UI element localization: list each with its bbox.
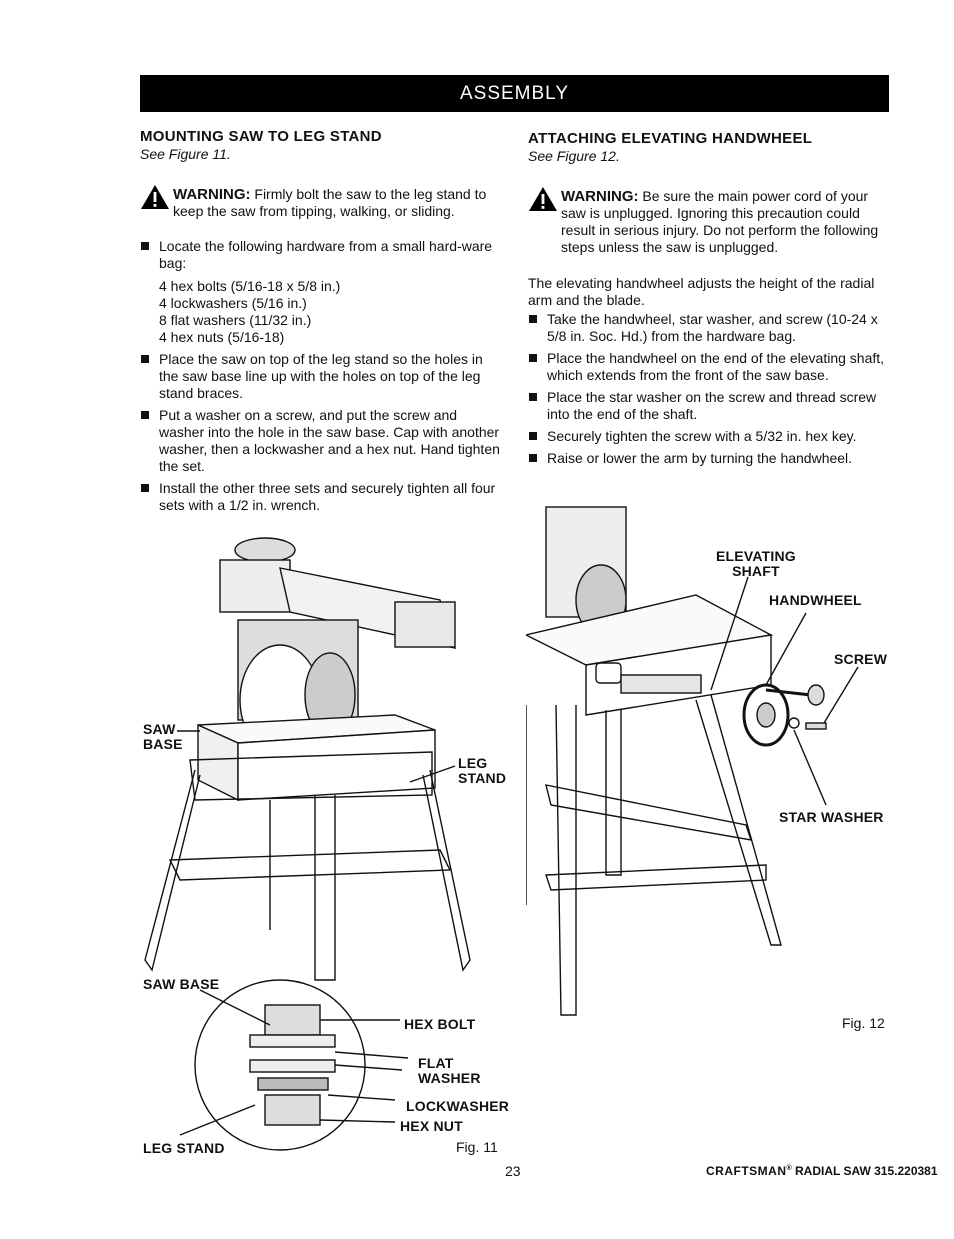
- hardware-list: 4 hex bolts (5/16-18 x 5/8 in.) 4 lockwa…: [140, 278, 500, 346]
- right-bullet-5-text: Raise or lower the arm by turning the ha…: [547, 450, 853, 466]
- registered-mark-icon: ®: [786, 1165, 792, 1172]
- fig11-label-leg-stand: LEG STAND: [458, 756, 506, 786]
- fig12-label-elevating-shaft: ELEVATING SHAFT: [716, 549, 796, 579]
- left-column: MOUNTING SAW TO LEG STAND See Figure 11.…: [140, 128, 500, 514]
- fig11-saw-base-line1: SAW: [143, 721, 176, 737]
- left-bullet-4: Install the other three sets and securel…: [140, 480, 500, 514]
- fig11-leg-stand-line1: LEG: [458, 755, 488, 771]
- bullet-icon: [529, 315, 537, 323]
- figure-11-illustration: [144, 537, 471, 1151]
- left-warning: WARNING: Firmly bolt the saw to the leg …: [140, 185, 500, 220]
- right-bullet-3-text: Place the star washer on the screw and t…: [547, 389, 877, 422]
- fig11-label-flat-washer: FLAT WASHER: [418, 1056, 481, 1086]
- fig12-label-screw: SCREW: [834, 651, 888, 667]
- right-bullet-2-text: Place the handwheel on the end of the el…: [547, 350, 885, 383]
- right-bullet-4-text: Securely tighten the screw with a 5/32 i…: [547, 428, 857, 444]
- fig12-elevating-line2: SHAFT: [732, 563, 780, 579]
- warning-triangle-icon: [529, 187, 557, 211]
- fig11-label-saw-base-detail: SAW BASE: [143, 976, 220, 992]
- fig11-label-leg-stand-detail: LEG STAND: [143, 1140, 225, 1156]
- bullet-icon: [141, 484, 149, 492]
- section-title: ASSEMBLY: [459, 82, 570, 104]
- hardware-item: 8 flat washers (11/32 in.): [159, 312, 312, 328]
- right-see-figure: See Figure 12.: [528, 148, 620, 164]
- page-number: 23: [505, 1163, 521, 1179]
- fig11-flat-washer-line1: FLAT: [418, 1055, 454, 1071]
- bullet-icon: [529, 432, 537, 440]
- bullet-icon: [529, 393, 537, 401]
- fig11-flat-washer-line2: WASHER: [418, 1070, 481, 1086]
- right-heading: ATTACHING ELEVATING HANDWHEEL: [528, 130, 813, 147]
- left-bullet-3: Put a washer on a screw, and put the scr…: [140, 407, 500, 475]
- right-bullet-4: Securely tighten the screw with a 5/32 i…: [528, 428, 890, 445]
- left-bullet-2: Place the saw on top of the leg stand so…: [140, 351, 500, 402]
- left-bullet-2-text: Place the saw on top of the leg stand so…: [159, 351, 483, 401]
- bullet-icon: [141, 355, 149, 363]
- model-text: RADIAL SAW 315.220381: [795, 1164, 938, 1178]
- right-column: ATTACHING ELEVATING HANDWHEEL See Figure…: [528, 130, 890, 467]
- left-heading: MOUNTING SAW TO LEG STAND: [140, 128, 382, 145]
- left-warning-label: WARNING:: [173, 186, 251, 203]
- fig11-label-saw-base: SAW BASE: [143, 722, 183, 752]
- right-bullet-5: Raise or lower the arm by turning the ha…: [528, 450, 890, 467]
- left-bullet-3-text: Put a washer on a screw, and put the scr…: [159, 407, 500, 474]
- section-banner: ASSEMBLY: [140, 75, 889, 112]
- left-bullet-4-text: Install the other three sets and securel…: [159, 480, 496, 513]
- fig11-label-lockwasher: LOCKWASHER: [406, 1098, 510, 1114]
- right-intro: The elevating handwheel adjusts the heig…: [528, 275, 875, 308]
- hardware-item: 4 hex bolts (5/16-18 x 5/8 in.): [159, 278, 341, 294]
- bullet-icon: [141, 242, 149, 250]
- fig11-label-hex-bolt: HEX BOLT: [404, 1016, 476, 1032]
- fig12-elevating-line1: ELEVATING: [716, 548, 796, 564]
- right-warning: WARNING: Be sure the main power cord of …: [528, 187, 890, 256]
- bullet-icon: [529, 354, 537, 362]
- hardware-item: 4 hex nuts (5/16-18): [159, 329, 285, 345]
- bullet-icon: [529, 454, 537, 462]
- right-bullet-1-text: Take the handwheel, star washer, and scr…: [547, 311, 878, 344]
- fig11-caption: Fig. 11: [456, 1139, 498, 1155]
- hardware-item: 4 lockwashers (5/16 in.): [159, 295, 307, 311]
- figure-12-illustration: [526, 506, 859, 1016]
- left-bullet-1: Locate the following hardware from a sma…: [140, 238, 500, 272]
- fig11-saw-base-line2: BASE: [143, 736, 183, 752]
- right-warning-label: WARNING:: [561, 188, 639, 205]
- fig12-caption: Fig. 12: [842, 1015, 885, 1031]
- bullet-icon: [141, 411, 149, 419]
- fig11-label-hex-nut: HEX NUT: [400, 1118, 463, 1134]
- right-bullet-1: Take the handwheel, star washer, and scr…: [528, 311, 890, 345]
- left-see-figure: See Figure 11.: [140, 146, 231, 162]
- warning-triangle-icon: [141, 185, 169, 209]
- footer-brand: CRAFTSMAN® RADIAL SAW 315.220381: [706, 1164, 938, 1178]
- left-warning-text: Firmly bolt the saw to the leg stand to …: [173, 186, 487, 219]
- right-warning-text: Be sure the main power cord of your saw …: [561, 188, 879, 255]
- right-bullet-3: Place the star washer on the screw and t…: [528, 389, 890, 423]
- fig12-label-handwheel: HANDWHEEL: [769, 592, 862, 608]
- fig12-label-star-washer: STAR WASHER: [779, 809, 884, 825]
- left-bullet-1-text: Locate the following hardware from a sma…: [159, 238, 493, 271]
- right-bullet-2: Place the handwheel on the end of the el…: [528, 350, 890, 384]
- brand-logo-text: CRAFTSMAN: [706, 1164, 787, 1178]
- fig11-leg-stand-line2: STAND: [458, 770, 507, 786]
